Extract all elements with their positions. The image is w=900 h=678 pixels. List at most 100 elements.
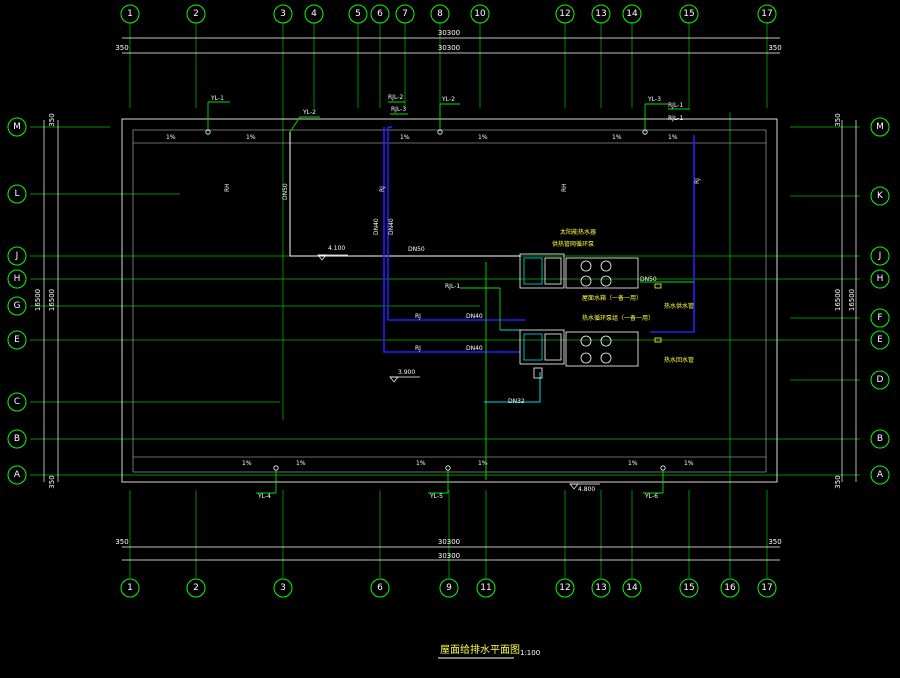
dim-left-top-offset: 350 xyxy=(48,113,56,126)
dim-bottom-width: 30300 xyxy=(438,538,460,546)
axis-label-right-D: D xyxy=(877,375,884,385)
axis-label-bottom-14: 14 xyxy=(626,583,638,593)
pipe-label-dn40-d: DN40 xyxy=(466,345,483,352)
pipe-label-dn50-b: DN50 xyxy=(282,183,289,200)
axis-label-right-H: H xyxy=(877,274,884,284)
slope-mark-6: 1% xyxy=(668,134,678,141)
drawing-title: 屋面给排水平面图 xyxy=(440,643,520,656)
axis-label-top-17: 17 xyxy=(761,9,772,19)
equipment-group xyxy=(519,253,662,379)
axis-label-bottom-2: 2 xyxy=(193,583,199,593)
axis-label-top-7: 7 xyxy=(402,9,408,19)
pipe-network xyxy=(289,126,695,480)
dim-top-width: 30300 xyxy=(438,29,460,37)
axis-label-top-3: 3 xyxy=(280,9,286,19)
axis-label-left-B: B xyxy=(14,434,20,444)
dim-bottom-left-offset: 350 xyxy=(115,538,128,546)
label-circulation-pump: 供热管网循环泵 xyxy=(552,240,594,248)
axis-label-top-4: 4 xyxy=(311,9,317,19)
pipe-label-rj-a: RJ xyxy=(379,186,386,192)
riser-tag-rjl1-top-2: RJL-1 xyxy=(668,115,683,122)
label-roof-tank: 屋面水箱（一备一用） xyxy=(582,294,642,302)
pipe-labels: DN50 DN40 DN40 DN40 DN32 DN50 DN50 DN40 … xyxy=(224,178,701,405)
label-hot-supply: 热水供水管 xyxy=(664,302,694,310)
riser-tag-yl4: YL-4 xyxy=(257,493,271,500)
pipe-label-rj-d: RJ xyxy=(694,178,701,184)
equipment-labels: 太阳能热水器 屋面水箱（一备一用） 供热管网循环泵 热水循环泵组（一备一用） 热… xyxy=(552,228,694,364)
slope-mark-4: 1% xyxy=(478,134,488,141)
pipe-label-rh-b: RH xyxy=(561,183,568,192)
pipe-label-dn40-a: DN40 xyxy=(373,218,380,235)
dim-top-width-2: 30300 xyxy=(438,44,460,52)
riser-tag-yl3: YL-3 xyxy=(647,96,661,103)
axis-label-right-B: B xyxy=(877,434,883,444)
axis-label-top-15: 15 xyxy=(683,9,694,19)
axis-label-top-13: 13 xyxy=(595,9,606,19)
label-hot-water-pump-set: 热水循环泵组（一备一用） xyxy=(582,314,654,322)
drawing-title-block: 屋面给排水平面图 1:100 xyxy=(438,643,540,659)
axis-label-bottom-17: 17 xyxy=(761,583,772,593)
slope-mark-7: 1% xyxy=(242,460,252,467)
right-axis-bubbles: M K J H F E D B A xyxy=(870,117,890,485)
riser-tag-rjl1-top: RJL-1 xyxy=(668,102,683,109)
left-axis-bubbles: M L J H G E C B A xyxy=(7,117,27,485)
dim-top-right-offset: 350 xyxy=(768,44,781,52)
bottom-axis-bubbles: 1 2 3 6 9 11 12 13 14 15 16 17 xyxy=(120,578,777,598)
axis-label-bottom-16: 16 xyxy=(724,583,736,593)
axis-label-top-5: 5 xyxy=(355,9,361,19)
vertical-axis-lines xyxy=(129,22,768,578)
axis-label-top-2: 2 xyxy=(193,9,199,19)
pipe-label-rj-c: RJ xyxy=(415,345,421,352)
riser-tag-yl2b: YL-2 xyxy=(441,96,455,103)
slope-mark-1: 1% xyxy=(166,134,176,141)
horizontal-axis-lines xyxy=(30,126,860,476)
dim-left-height-2: 16500 xyxy=(48,289,56,311)
dim-right-top-offset: 350 xyxy=(834,113,842,126)
pipe-label-rj-b: RJ xyxy=(415,313,421,320)
dim-left-bottom-offset: 350 xyxy=(48,475,56,488)
axis-label-left-J: J xyxy=(15,251,19,261)
slope-mark-9: 1% xyxy=(416,460,426,467)
axis-label-bottom-12: 12 xyxy=(559,583,570,593)
drawing-scale: 1:100 xyxy=(520,649,540,657)
axis-label-bottom-11: 11 xyxy=(480,583,491,593)
axis-label-left-M: M xyxy=(13,122,21,132)
axis-label-left-E: E xyxy=(14,335,20,345)
axis-label-left-C: C xyxy=(14,397,20,407)
slope-mark-12: 1% xyxy=(684,460,694,467)
axis-label-top-12: 12 xyxy=(559,9,570,19)
dim-left-height: 16500 xyxy=(34,289,42,311)
axis-label-bottom-15: 15 xyxy=(683,583,694,593)
dim-top-left-offset: 350 xyxy=(115,44,128,52)
axis-label-left-A: A xyxy=(14,470,21,480)
elevation-4800: 4.800 xyxy=(578,486,595,493)
riser-tag-yl5: YL-5 xyxy=(429,493,443,500)
axis-label-right-A: A xyxy=(877,470,884,480)
pipe-label-rh-a: RH xyxy=(224,183,231,192)
axis-label-bottom-13: 13 xyxy=(595,583,606,593)
axis-label-top-14: 14 xyxy=(626,9,638,19)
axis-label-bottom-9: 9 xyxy=(446,583,452,593)
axis-label-right-F: F xyxy=(877,313,882,323)
dim-bottom-width-2: 30300 xyxy=(438,552,460,560)
axis-label-right-K: K xyxy=(877,191,884,201)
axis-label-right-J: J xyxy=(878,251,882,261)
axis-label-left-H: H xyxy=(14,274,21,284)
top-axis-bubbles: 1 2 3 4 5 6 7 8 10 12 13 14 15 17 xyxy=(120,4,777,24)
axis-label-top-6: 6 xyxy=(377,9,383,19)
elevation-4100: 4.100 xyxy=(328,245,345,252)
axis-label-left-L: L xyxy=(14,189,19,199)
axis-label-top-1: 1 xyxy=(127,9,133,19)
slope-marks: 1% 1% 1% 1% 1% 1% 1% 1% 1% 1% 1% 1% xyxy=(166,134,694,467)
riser-tag-yl1: YL-1 xyxy=(210,95,224,102)
slope-mark-11: 1% xyxy=(628,460,638,467)
label-hot-return: 热水回水管 xyxy=(664,356,694,364)
pipe-label-dn40-b: DN40 xyxy=(388,218,395,235)
axis-label-top-10: 10 xyxy=(474,9,486,19)
axis-label-right-M: M xyxy=(876,122,884,132)
elevation-3900: 3.900 xyxy=(398,369,415,376)
axis-label-bottom-3: 3 xyxy=(280,583,286,593)
slope-mark-5: 1% xyxy=(612,134,622,141)
slope-mark-2: 1% xyxy=(246,134,256,141)
